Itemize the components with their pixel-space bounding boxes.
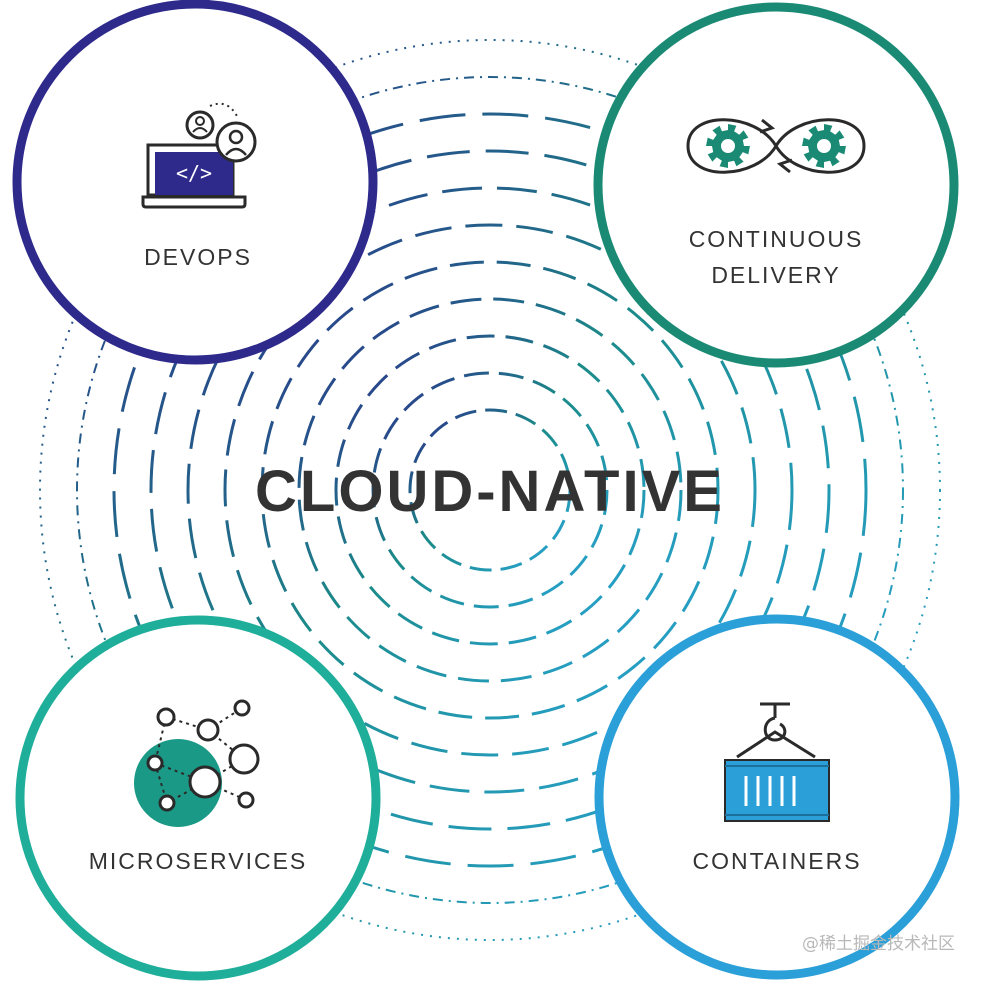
devops-label: DEVOPS [144, 244, 252, 270]
dashed-ring [371, 371, 609, 609]
concentric-rings [39, 39, 941, 941]
crane-container-icon [724, 702, 830, 822]
devops-node[interactable]: </> DEVOPS [12, 0, 378, 365]
gear-icon [802, 124, 846, 168]
laptop-code-users-icon: </> [141, 102, 257, 209]
svg-text:</>: </> [176, 161, 212, 185]
center-title: CLOUD-NATIVE [255, 459, 725, 524]
microservices-node[interactable]: MICROSERVICES [15, 615, 381, 981]
dashed-ring [297, 297, 683, 683]
dashed-ring [39, 39, 941, 941]
dashed-ring [408, 408, 572, 572]
dashed-ring [112, 112, 868, 868]
containers-node[interactable]: CONTAINERS [594, 614, 960, 980]
containers-label: CONTAINERS [692, 848, 861, 874]
microservices-label: MICROSERVICES [89, 848, 308, 874]
continuous-delivery-label-line2: DELIVERY [711, 262, 840, 288]
gear-icon [706, 124, 750, 168]
network-nodes-icon [134, 699, 260, 827]
dashed-ring [76, 76, 904, 904]
dashed-ring [186, 186, 794, 794]
dashed-ring [149, 149, 831, 831]
watermark-text: @稀土掘金技术社区 [802, 934, 955, 954]
dashed-ring [223, 223, 757, 757]
dashed-ring [260, 260, 720, 720]
continuous-delivery-node[interactable]: CONTINUOUS DELIVERY [593, 2, 959, 368]
gears-infinity-loop-icon [686, 118, 866, 174]
continuous-delivery-circle [593, 2, 959, 368]
dashed-ring [334, 334, 646, 646]
continuous-delivery-label-line1: CONTINUOUS [689, 226, 864, 252]
